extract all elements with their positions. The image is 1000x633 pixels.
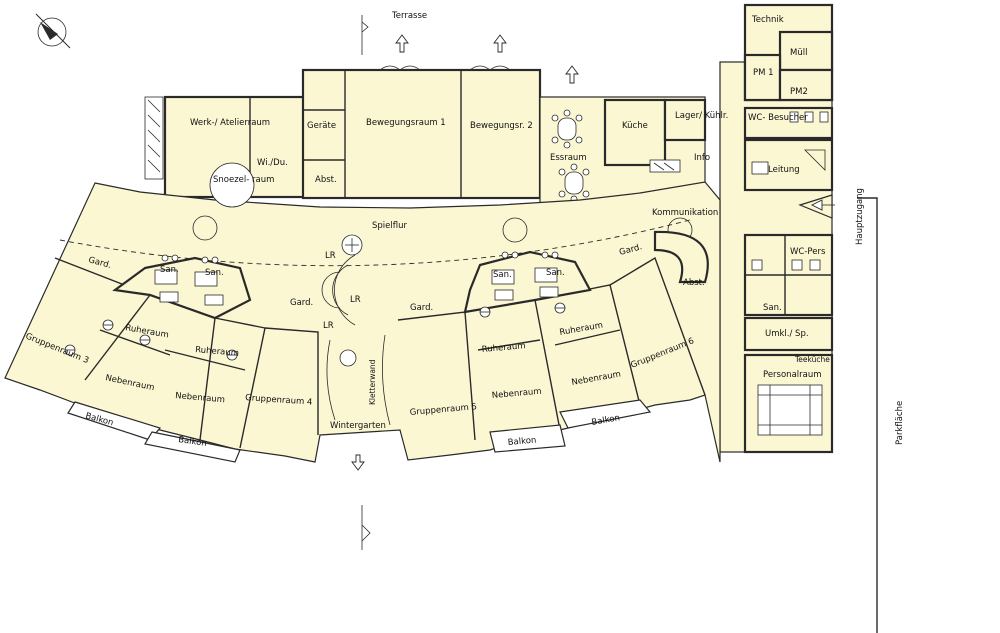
label-san: San. [160,265,179,275]
label-werk: Werk-/ Atelierraum [190,118,270,128]
sanitary-module-icon [463,250,592,314]
label-gruppenraum4: Gruppenraum 4 [245,393,313,408]
label-spielflur: Spielflur [372,221,407,231]
label-ruheraum: Ruheraum [195,345,240,359]
label-pm2: PM2 [790,87,808,97]
label-lr: LR [350,295,361,305]
label-personalraum: Personalraum [763,370,822,380]
label-lr: LR [325,251,336,261]
label-leitung: Leitung [768,165,800,175]
label-pm1: PM 1 [753,68,774,78]
bewegungsraum-block [301,68,542,200]
north-arrow-icon [35,13,71,49]
balkon-left-2 [144,431,241,463]
label-abst-right: Abst. [683,278,705,288]
balkon-right-1 [489,424,566,453]
label-muell: Müll [790,48,807,58]
label-terrasse: Terrasse [391,11,427,21]
label-lager: Lager/ Kühlr. [675,111,728,121]
label-kueche: Küche [622,121,648,131]
label-wintergarten: Wintergarten [330,421,386,431]
label-gard: Gard. [290,298,313,308]
label-nebenraum: Nebenraum [491,387,542,401]
label-technik: Technik [751,15,784,25]
label-geraete: Geräte [307,121,336,131]
label-nebenraum: Nebenraum [175,391,226,405]
label-balkon: Balkon [178,435,208,449]
label-lr: LR [323,321,334,331]
label-hauptzugang: Hauptzugang [855,188,865,245]
label-wi-du: Wi./Du. [257,158,288,168]
label-bewegungsraum1: Bewegungsraum 1 [366,118,446,128]
label-san: San. [546,268,565,278]
essraum-table-icon [551,109,590,203]
label-umkl: Umkl./ Sp. [765,329,809,339]
sanitary-module-icon [112,254,252,320]
label-parkflaeche: Parkfläche [895,401,905,445]
label-gard: Gard. [410,303,433,313]
arrow-down-icon [351,454,365,471]
label-wc-besucher: WC- Besucher [748,113,808,123]
label-ruheraum: Ruheraum [481,341,526,355]
label-essraum: Essraum [550,153,587,163]
arrow-up-icon [395,34,579,84]
label-san-right: San. [763,303,782,313]
balkon-right-2 [559,399,652,429]
label-san: San. [493,270,512,280]
label-balkon: Balkon [591,413,621,428]
label-bewegungsraum2: Bewegungsr. 2 [470,121,533,131]
label-snoezel: Snoezel- raum [213,175,274,185]
label-san: San. [205,268,224,278]
label-wc-pers: WC-Pers [790,247,826,257]
label-balkon: Balkon [507,436,536,448]
label-info: Info [694,153,710,163]
label-kletterwand: Kletterwand [368,359,377,405]
label-kommunikation: Kommunikation [652,208,718,218]
label-teekueche: Teeküche [794,355,830,364]
label-abst-left: Abst. [315,175,337,185]
